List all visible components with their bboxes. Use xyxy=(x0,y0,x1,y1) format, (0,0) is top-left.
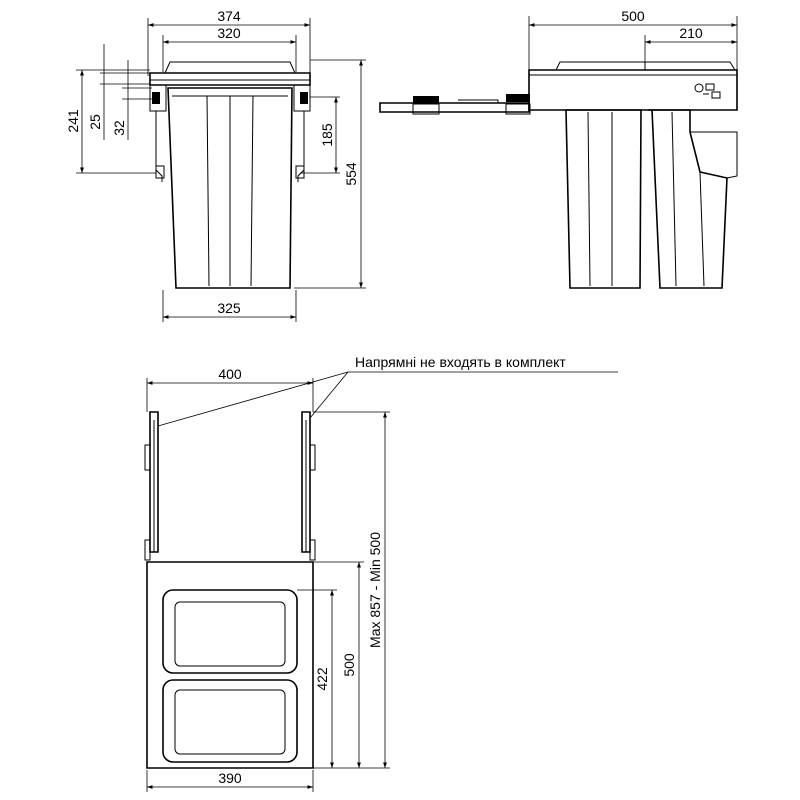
dim-554-label: 554 xyxy=(343,162,359,186)
dim-210-label: 210 xyxy=(679,25,703,41)
dim-500-top-label: 500 xyxy=(341,653,357,677)
dim-185-label: 185 xyxy=(319,123,335,147)
compartment-rear xyxy=(162,679,298,763)
dim-320-label: 320 xyxy=(217,25,241,41)
front-bin-body xyxy=(167,87,293,289)
left-rail xyxy=(149,411,159,553)
dim-241-label: 241 xyxy=(65,109,81,133)
front-view: 374 320 325 241 25 32 185 xyxy=(65,8,366,322)
dim-25-label: 25 xyxy=(87,114,103,130)
side-view: 500 210 xyxy=(379,8,738,289)
side-bin-front xyxy=(565,109,642,289)
dim-400-label: 400 xyxy=(218,366,242,382)
recycle-logo-icon xyxy=(694,83,721,99)
top-view: 400 390 422 500 Max 857 - Min 500 Напрям… xyxy=(144,354,618,792)
side-bin-rear xyxy=(648,109,728,289)
dim-374-label: 374 xyxy=(217,8,241,24)
dim-32-label: 32 xyxy=(111,120,127,136)
dim-extension-label: Max 857 - Min 500 xyxy=(367,532,383,648)
top-frame xyxy=(146,561,314,769)
dim-325-label: 325 xyxy=(217,300,241,316)
front-lid xyxy=(149,72,311,86)
compartment-front xyxy=(162,589,298,674)
dim-500-side-label: 500 xyxy=(621,8,645,24)
side-rail xyxy=(379,102,530,113)
rails-not-included-note: Напрямні не входять в комплект xyxy=(355,354,566,370)
dim-390-label: 390 xyxy=(218,770,242,786)
dim-422-label: 422 xyxy=(314,667,330,691)
